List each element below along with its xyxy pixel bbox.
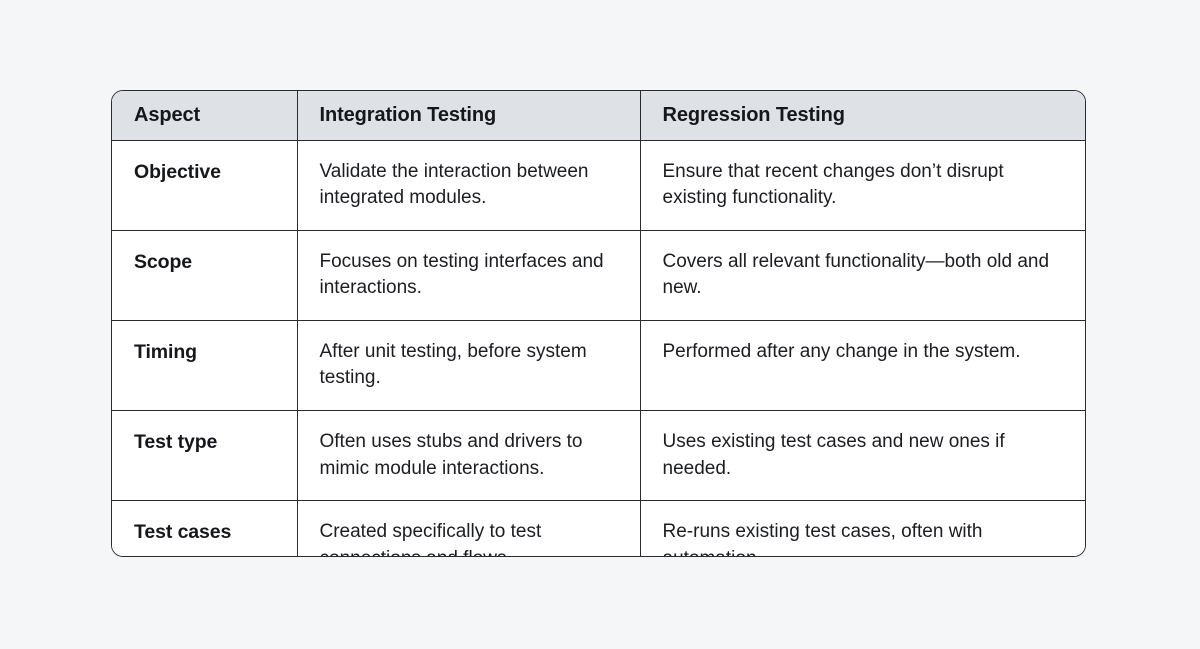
table-row: Timing After unit testing, before system…	[112, 320, 1085, 412]
cell-timing-regression: Performed after any change in the system…	[640, 320, 1085, 412]
row-label-objective: Objective	[112, 140, 298, 231]
table-row: Objective Validate the interaction betwe…	[112, 140, 1085, 231]
table-header: Aspect Integration Testing Regression Te…	[112, 91, 1085, 141]
row-label-test-cases: Test cases	[112, 500, 298, 556]
table-row: Test cases Created specifically to test …	[112, 500, 1085, 556]
cell-test-cases-integration: Created specifically to test connections…	[297, 500, 641, 556]
table-header-row: Aspect Integration Testing Regression Te…	[112, 91, 1085, 141]
cell-test-type-integration: Often uses stubs and drivers to mimic mo…	[297, 410, 641, 502]
table-row: Scope Focuses on testing interfaces and …	[112, 230, 1085, 321]
row-label-timing: Timing	[112, 320, 298, 412]
comparison-table: Aspect Integration Testing Regression Te…	[112, 91, 1085, 556]
table-body: Objective Validate the interaction betwe…	[112, 140, 1085, 556]
column-header-regression-testing: Regression Testing	[640, 91, 1085, 141]
row-label-test-type: Test type	[112, 410, 298, 502]
cell-test-cases-regression: Re-runs existing test cases, often with …	[640, 500, 1085, 556]
cell-scope-regression: Covers all relevant functionality—both o…	[640, 230, 1085, 321]
column-header-aspect: Aspect	[112, 91, 298, 141]
column-header-integration-testing: Integration Testing	[297, 91, 641, 141]
cell-scope-integration: Focuses on testing interfaces and intera…	[297, 230, 641, 321]
row-label-scope: Scope	[112, 230, 298, 321]
cell-timing-integration: After unit testing, before system testin…	[297, 320, 641, 412]
table-row: Test type Often uses stubs and drivers t…	[112, 410, 1085, 502]
comparison-table-container: Aspect Integration Testing Regression Te…	[111, 90, 1086, 557]
cell-objective-regression: Ensure that recent changes don’t disrupt…	[640, 140, 1085, 231]
cell-objective-integration: Validate the interaction between integra…	[297, 140, 641, 231]
cell-test-type-regression: Uses existing test cases and new ones if…	[640, 410, 1085, 502]
